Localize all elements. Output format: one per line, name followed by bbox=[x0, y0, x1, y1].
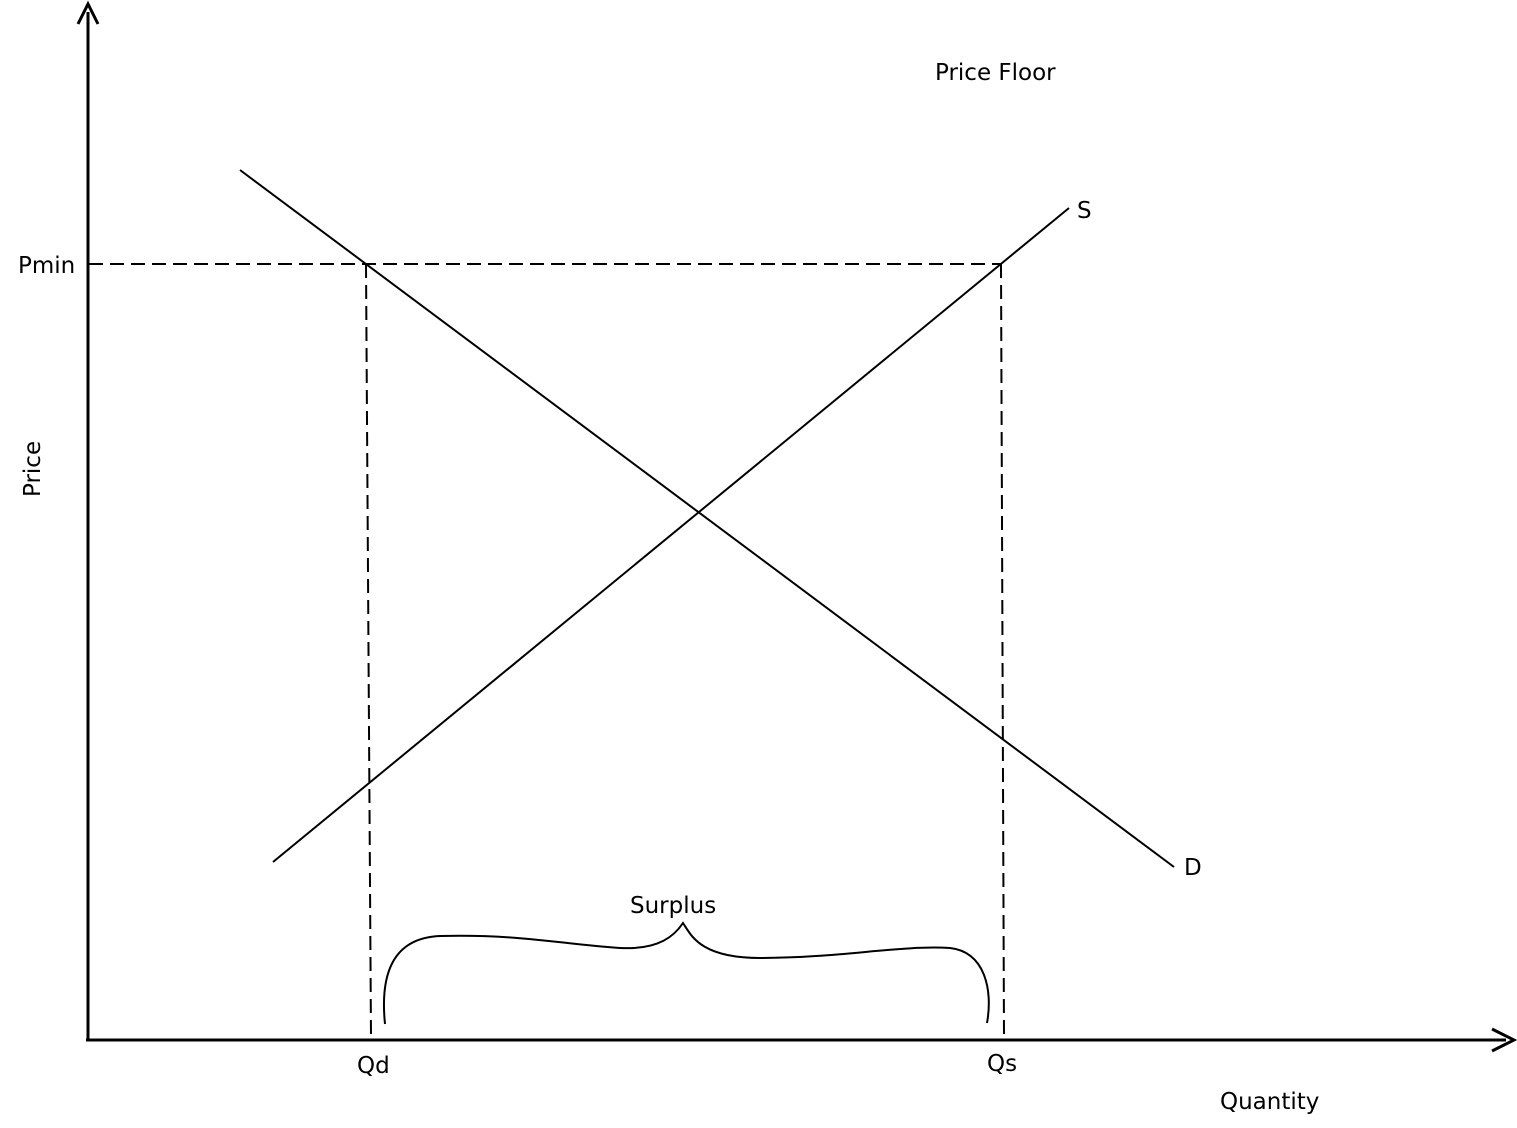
qs-label: Qs bbox=[987, 1051, 1017, 1077]
x-axis-arrowhead bbox=[1491, 1027, 1517, 1053]
supply-curve bbox=[272, 207, 1070, 863]
y-axis-label: Price bbox=[20, 441, 46, 497]
qs-guide-line bbox=[1000, 263, 1005, 1039]
diagram-title: Price Floor bbox=[935, 60, 1056, 86]
qd-guide-line bbox=[365, 263, 372, 1039]
price-floor-label: Pmin bbox=[18, 253, 75, 279]
x-axis-label: Quantity bbox=[1220, 1089, 1319, 1115]
demand-label: D bbox=[1184, 855, 1202, 881]
surplus-brace bbox=[383, 921, 990, 1025]
demand-curve bbox=[239, 169, 1175, 868]
qd-label: Qd bbox=[357, 1053, 390, 1079]
surplus-label: Surplus bbox=[630, 893, 716, 919]
supply-label: S bbox=[1077, 198, 1092, 224]
y-axis-arrowhead bbox=[76, 0, 100, 25]
